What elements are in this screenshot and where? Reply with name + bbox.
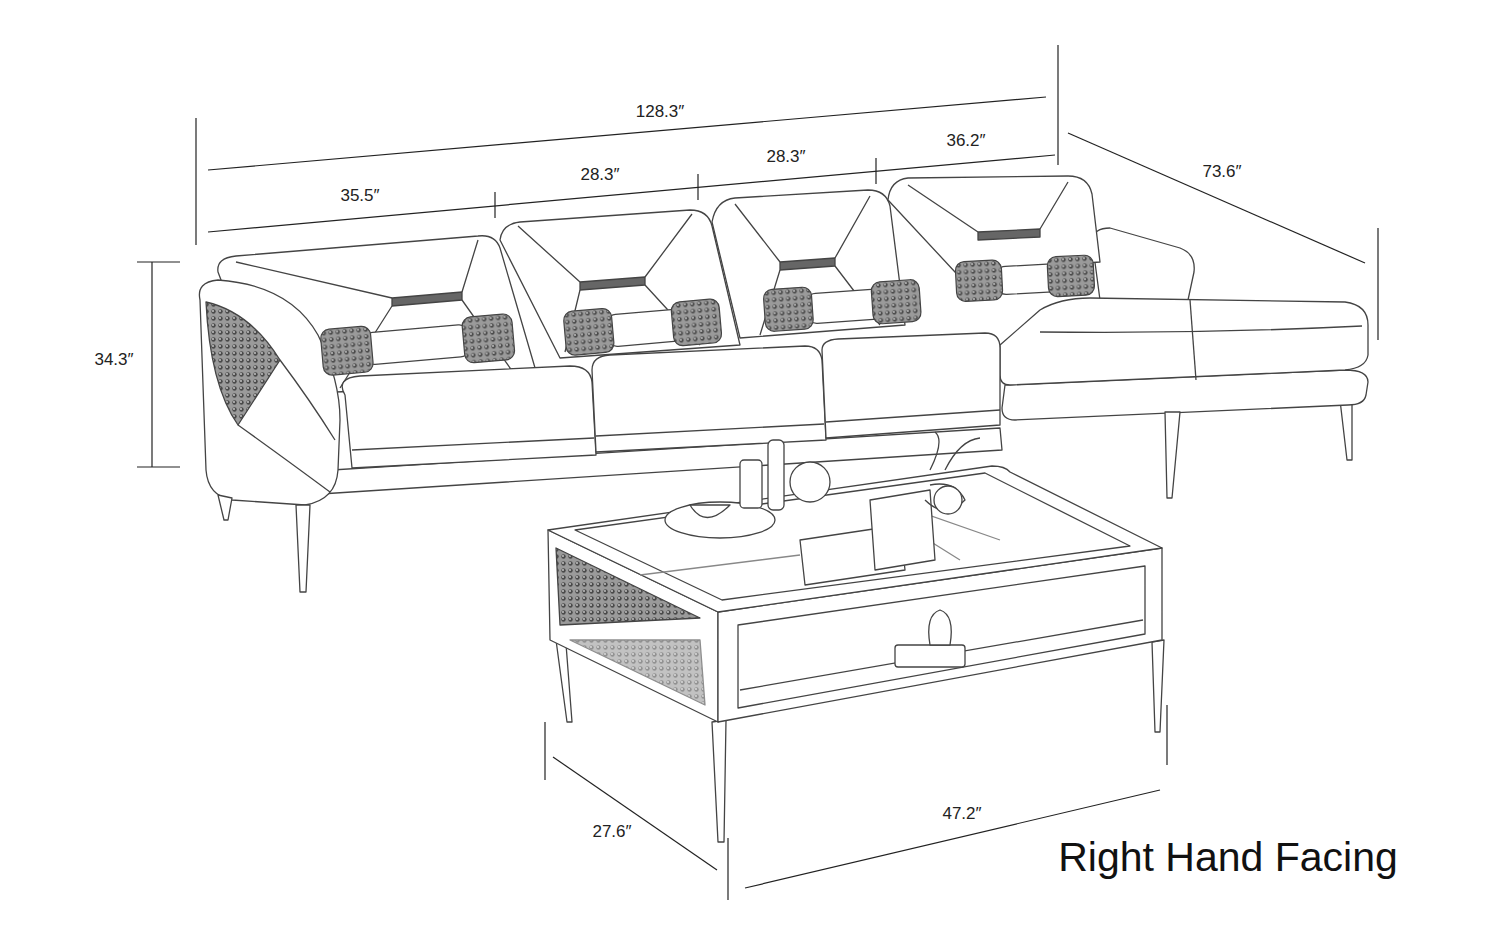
dimension-lines-part: [1057, 45, 1058, 165]
dimension-lines-part: [544, 722, 545, 780]
dimension-label: 128.3″: [633, 102, 688, 122]
sofa-part: [822, 333, 1000, 438]
coffee-table-part: [1152, 640, 1164, 732]
dimension-lines-part: [137, 261, 180, 262]
pillows-part-part: [871, 279, 922, 324]
pillows-part: [563, 298, 722, 355]
caption: Right Hand Facing: [1054, 834, 1402, 881]
sofa-part: [826, 410, 1000, 422]
coffee-table-part: [870, 490, 935, 570]
dimension-label: 34.3″: [91, 350, 136, 370]
pillows: [320, 255, 1095, 376]
sofa-part: [238, 360, 335, 492]
coffee-table-part: [712, 720, 726, 842]
sofa-part: [596, 424, 824, 436]
sofa-part: [199, 280, 340, 505]
dimension-lines-part: [494, 192, 495, 218]
dimension-lines-part: [553, 757, 717, 870]
dimension-lines-part: [151, 262, 152, 467]
dimension-label: 28.3″: [763, 147, 808, 167]
dimension-lines-part: [137, 466, 180, 467]
sofa-part: [392, 292, 462, 306]
dimension-label: 35.5″: [337, 186, 382, 206]
dimension-label: 73.6″: [1199, 162, 1244, 182]
dimension-lines-part: [727, 838, 728, 900]
pillows-part-part: [563, 308, 615, 356]
sofa-part: [1165, 412, 1180, 498]
coffee-table-part: [790, 462, 830, 502]
sofa-part: [1190, 300, 1196, 380]
sofa-part: [592, 346, 826, 452]
coffee-table-part: [929, 610, 952, 645]
pillows-part-part: [671, 298, 723, 346]
coffee-table-part: [556, 640, 572, 722]
coffee-table-part: [548, 466, 1162, 612]
coffee-table-part: [575, 473, 1130, 600]
sofa-part: [1040, 326, 1362, 332]
coffee-table-part: [570, 640, 705, 705]
dimension-label: 28.3″: [577, 165, 622, 185]
dimension-lines: [137, 45, 1378, 900]
sofa-part: [1092, 228, 1194, 300]
dimension-label: 27.6″: [589, 822, 634, 842]
sofa-part: [296, 505, 310, 592]
sofa-part: [342, 366, 596, 468]
pillows-part-part: [360, 324, 472, 365]
coffee-table-part: [690, 505, 730, 518]
sofa-part: [218, 495, 232, 520]
pillows-part-part: [320, 326, 374, 376]
coffee-table-part: [934, 486, 962, 514]
pillows-part-part: [461, 313, 515, 363]
dimension-lines-part: [195, 118, 196, 245]
pillows-part: [955, 255, 1095, 302]
dimension-lines-part: [1166, 705, 1167, 765]
pillows-part-part: [1047, 255, 1095, 297]
dimension-lines-part: [697, 174, 698, 200]
coffee-table-part: [740, 460, 762, 508]
pillows-part: [320, 313, 515, 376]
sofa-part: [1340, 400, 1352, 460]
sofa-part: [352, 438, 594, 450]
sofa-part: [978, 229, 1040, 240]
coffee-table: [548, 432, 1164, 842]
sofa-part: [908, 182, 1068, 232]
sofa-part: [580, 277, 645, 290]
coffee-table-part: [768, 440, 784, 510]
sofa-part: [1000, 298, 1368, 385]
dimension-label: 36.2″: [943, 131, 988, 151]
dimension-lines-part: [1377, 228, 1378, 340]
dimension-lines-part: [208, 97, 1046, 170]
sofa-part: [500, 210, 740, 358]
dimension-lines-part: [875, 158, 876, 184]
sofa-part: [780, 258, 835, 270]
pillows-part-part: [955, 260, 1003, 302]
pillows-part-part: [763, 287, 814, 332]
coffee-table-part: [895, 645, 965, 667]
pillows-part: [763, 279, 922, 332]
dimension-label: 47.2″: [939, 804, 984, 824]
sofa-part: [206, 302, 280, 425]
